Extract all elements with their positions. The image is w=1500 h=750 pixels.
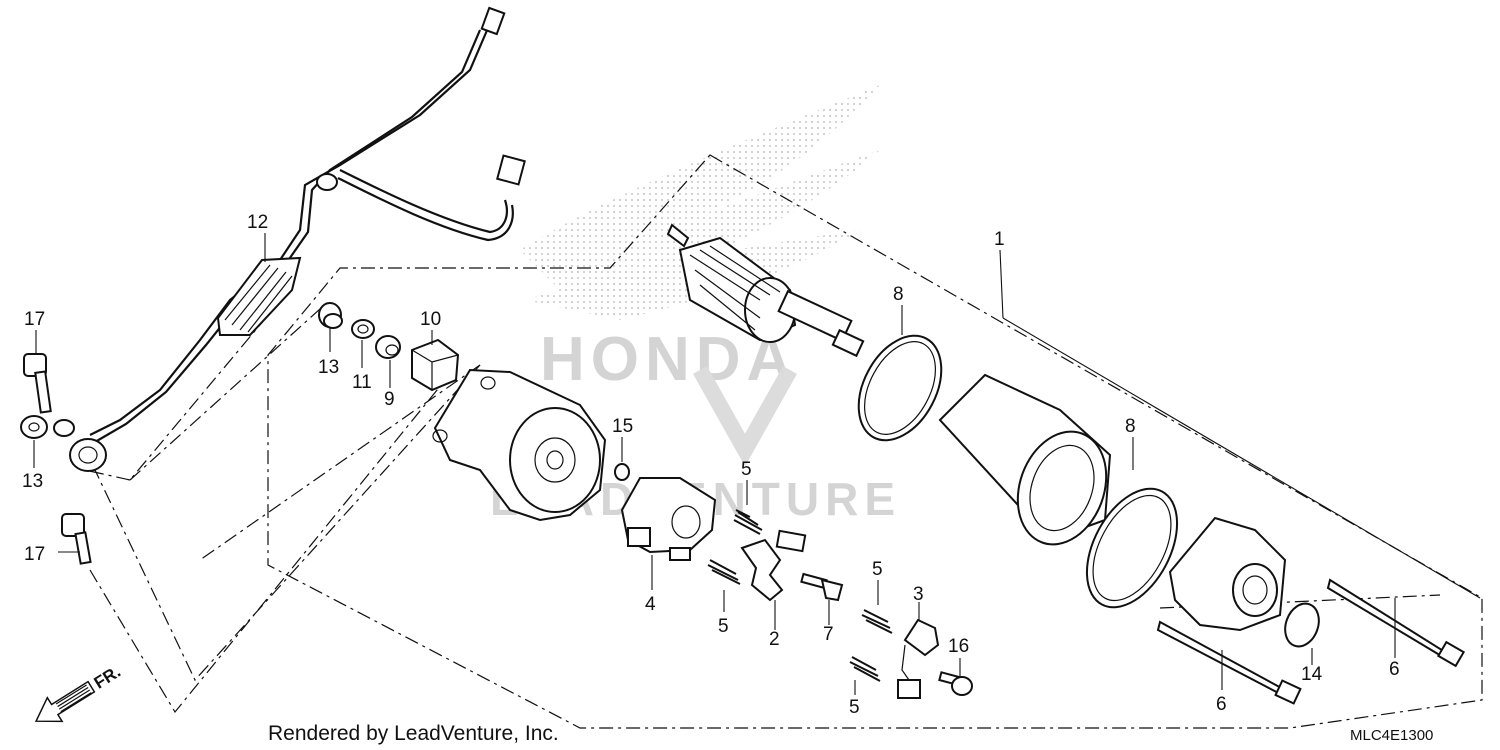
terminal-insulator-10: [411, 338, 460, 392]
leader-lines: [33, 233, 1481, 695]
spring-5-b: [707, 559, 741, 585]
callout-2: 2: [769, 629, 780, 650]
brush-set-2: [740, 529, 807, 602]
bolt-17-upper: [23, 353, 52, 414]
brush-3: [897, 618, 940, 699]
callout-13-left: 13: [22, 471, 43, 492]
o-ring-8-rear: [1085, 487, 1179, 609]
front-cover-housing: [432, 368, 607, 522]
armature: [666, 223, 865, 358]
spring-5-a: [733, 509, 763, 535]
nut-13-left: [20, 415, 48, 439]
rendered-by-footer: Rendered by LeadVenture, Inc.: [268, 722, 559, 745]
callout-labels: 1 8 8 12 17 17 13 13 11 9 10 15 4 5 5 2 …: [22, 212, 1400, 718]
callout-6-lower: 6: [1216, 694, 1227, 715]
assembly-boundary-lines: [84, 154, 1483, 729]
callout-16: 16: [948, 636, 969, 657]
callout-5-d: 5: [849, 697, 860, 718]
callout-7: 7: [823, 624, 834, 645]
callout-9: 9: [384, 389, 395, 410]
callout-12: 12: [247, 212, 268, 233]
callout-14: 14: [1301, 664, 1323, 685]
washer-11: [351, 319, 375, 339]
callout-17-upper: 17: [24, 309, 45, 330]
callout-8-rear: 8: [1125, 416, 1136, 437]
callout-13-terminal: 13: [318, 357, 339, 378]
callout-5-c: 5: [872, 559, 883, 580]
callout-6-upper: 6: [1389, 659, 1400, 680]
bolt-17-lower: [61, 513, 92, 565]
callout-15: 15: [612, 416, 633, 437]
diagram-code: MLC4E1300: [1350, 727, 1433, 744]
front-direction-arrow: FR.: [34, 662, 124, 723]
spring-5-d: [849, 656, 881, 682]
callout-17-lower: 17: [24, 544, 45, 565]
callout-3: 3: [913, 584, 924, 605]
motor-yoke: [938, 373, 1112, 546]
through-bolt-6-upper: [1326, 578, 1466, 668]
front-direction-label: FR.: [91, 662, 124, 693]
wire-harness: [53, 6, 526, 472]
callout-1: 1: [994, 229, 1005, 250]
callout-5-b: 5: [718, 616, 729, 637]
callout-8-front: 8: [893, 284, 904, 305]
callout-11: 11: [352, 372, 372, 393]
o-ring-14: [1284, 602, 1320, 648]
spring-5-c: [861, 609, 893, 634]
terminal-nut-13: [318, 302, 343, 329]
callout-5-a: 5: [741, 459, 752, 480]
callout-10: 10: [420, 309, 441, 330]
o-ring-15: [614, 463, 630, 481]
rear-cover: [1168, 516, 1287, 632]
screw-7: [800, 572, 844, 602]
o-ring-8-front: [857, 334, 943, 442]
screw-16: [938, 671, 973, 696]
brush-holder-4: [620, 477, 717, 561]
insulator-9: [375, 335, 401, 359]
honda-watermark-text: HONDA: [540, 325, 797, 394]
through-bolt-6-lower: [1156, 620, 1302, 705]
callout-4: 4: [645, 594, 656, 615]
